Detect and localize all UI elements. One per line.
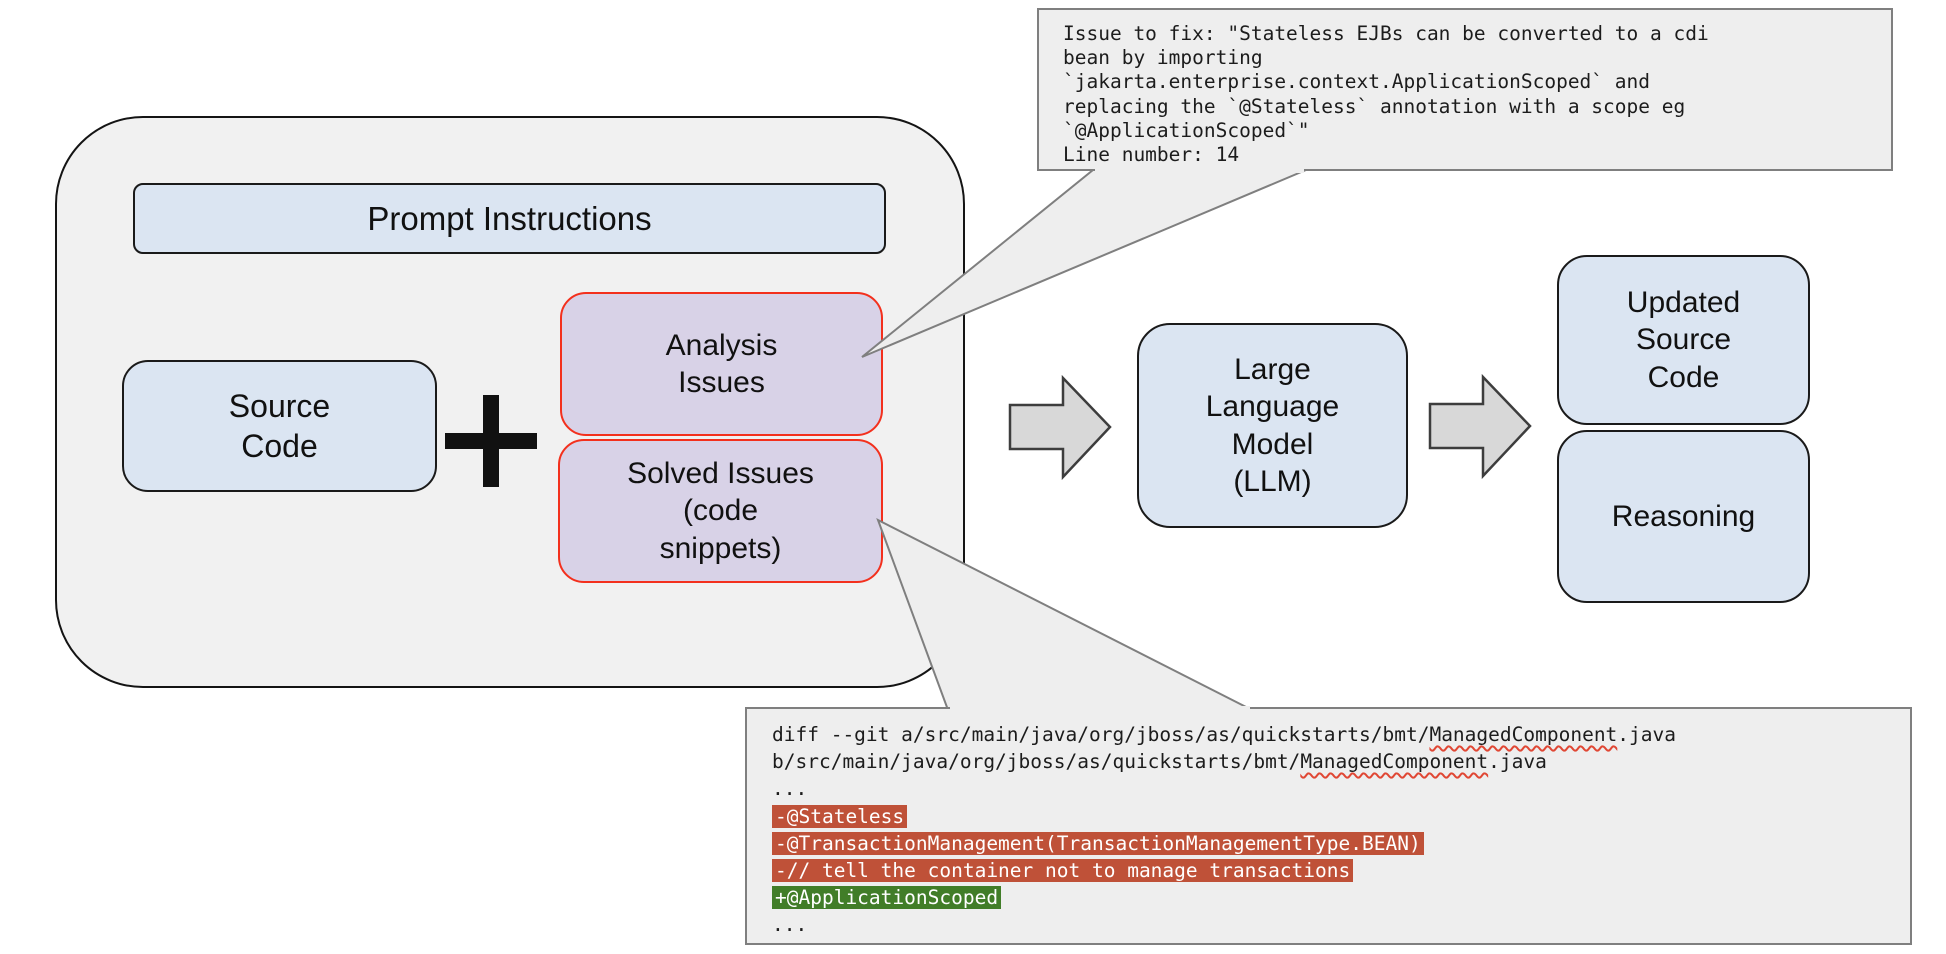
issue-callout: Issue to fix: "Stateless EJBs can be con… xyxy=(1037,8,1893,171)
issue-callout-text: Issue to fix: "Stateless EJBs can be con… xyxy=(1063,22,1709,167)
callout-top-seam xyxy=(1095,167,1304,173)
diff-callout: diff --git a/src/main/java/org/jboss/as/… xyxy=(745,707,1912,945)
reasoning-label: Reasoning xyxy=(1611,499,1756,533)
diff-code: diff --git a/src/main/java/org/jboss/as/… xyxy=(772,723,1676,937)
reasoning-box: Reasoning xyxy=(1557,430,1810,603)
plus-horizontal-bar xyxy=(445,433,537,449)
flow-arrow-1-icon xyxy=(1008,374,1112,481)
plus-icon xyxy=(441,391,541,491)
callout-bottom-seam xyxy=(950,705,1250,711)
flow-arrow-2-icon xyxy=(1428,373,1532,480)
prompt-instructions-box: Prompt Instructions xyxy=(133,183,886,254)
prompt-instructions-label: Prompt Instructions xyxy=(367,199,652,237)
